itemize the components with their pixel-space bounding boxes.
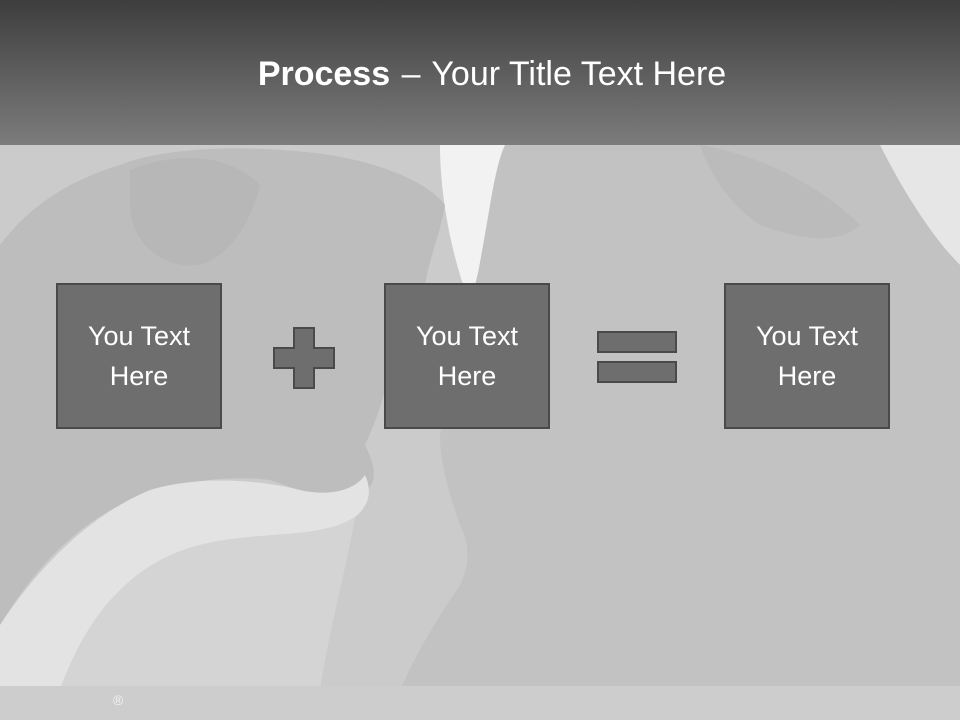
title-text: Your Title Text Here	[431, 55, 727, 93]
registered-mark: ®	[113, 692, 124, 708]
process-box-label: You Text Here	[755, 321, 859, 391]
title-bold-text: Process	[257, 55, 391, 93]
plus-icon	[273, 327, 335, 389]
process-box-3[interactable]: You Text Here	[724, 283, 890, 429]
equals-icon	[597, 331, 677, 383]
footer-strip: ®	[0, 686, 960, 720]
title-separator: –	[401, 55, 421, 93]
process-box-label: You Text Here	[87, 321, 191, 391]
process-box-2[interactable]: You Text Here	[384, 283, 550, 429]
process-box-1[interactable]: You Text Here	[56, 283, 222, 429]
process-box-label: You Text Here	[415, 321, 519, 391]
title-bar: Process – Your Title Text Here	[0, 0, 960, 145]
slide-title: Process – Your Title Text Here	[0, 52, 960, 96]
